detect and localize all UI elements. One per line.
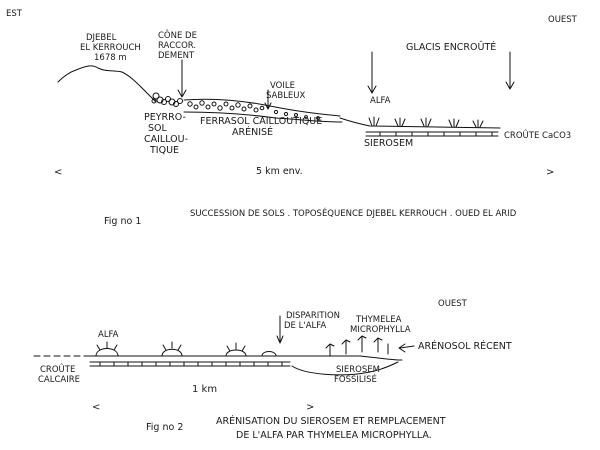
caption-number: Fig no 1 — [104, 216, 141, 227]
scale-label: 5 km env. — [256, 166, 303, 177]
label-ferrasol-arenise: ARÉNISÉ — [232, 126, 273, 138]
ground-surface — [89, 355, 403, 361]
croute-ticks — [379, 131, 493, 137]
label-croute-2: CALCAIRE — [38, 375, 80, 385]
caption-line-1: ARÉNISATION DU SIEROSEM ET REMPLACEMENT — [216, 415, 446, 427]
label-thymelea-1: THYMELEA — [355, 315, 402, 325]
label-croute-1: CROÛTE — [40, 363, 75, 375]
label-disparition-2: DE L'ALFA — [284, 321, 326, 331]
label-peyrosol-4: TIQUE — [149, 145, 179, 156]
cone-debris — [151, 92, 183, 107]
label-ferrasol: FERRASOL CAILLOUTIQUE — [200, 116, 322, 127]
label-djebel: DJEBEL — [86, 33, 117, 43]
label-sierosem-1: SIEROSEM — [336, 365, 380, 375]
label-croute-caco3: CROÛTE CaCO3 — [504, 129, 571, 141]
arrow-disparition — [276, 315, 284, 344]
caption-number-2: Fig no 2 — [146, 422, 183, 433]
ferrasol-stones — [183, 98, 343, 123]
label-sierosem-2: FOSSILISÉ — [334, 373, 377, 385]
label-glacis: GLACIS ENCROÛTÉ — [406, 41, 496, 53]
label-djebel-name: EL KERROUCH — [80, 43, 141, 53]
label-cone-2: RACCOR. — [158, 41, 196, 51]
alfa-tufts-fig2 — [95, 341, 277, 357]
croute-ticks-2 — [99, 361, 283, 367]
label-alfa-1: ALFA — [370, 96, 391, 106]
mountain-profile — [57, 65, 157, 103]
label-sierosem: SIEROSEM — [364, 138, 413, 149]
label-est: EST — [6, 9, 23, 19]
caption-line-2: DE L'ALFA PAR THYMELEA MICROPHYLLA. — [236, 430, 432, 441]
caption-text: SUCCESSION DE SOLS . TOPOSÉQUENCE DJEBEL… — [190, 207, 517, 219]
figure-1: EST OUEST DJEBEL EL KERROUCH 1678 m CÔNE… — [6, 9, 578, 227]
croute-band — [365, 131, 499, 137]
label-disparition-1: DISPARITION — [286, 311, 340, 321]
figure-2: OUEST ALFA DISPARITION DE L'ALFA THYMELE… — [33, 299, 512, 441]
sierosem-mound — [291, 361, 399, 376]
label-ouest-2: OUEST — [438, 299, 468, 309]
label-peyrosol-2: SOL — [148, 123, 168, 134]
label-voile-1: VOILE — [270, 81, 295, 91]
label-arenosol: ARÉNOSOL RÉCENT — [418, 340, 512, 352]
croute-layer — [89, 361, 291, 367]
alfa-tufts-fig1 — [368, 116, 484, 128]
scale-arrow-left-2: < — [92, 402, 100, 413]
label-cone-1: CÔNE DE — [158, 29, 197, 41]
thymelea-shrubs — [325, 335, 389, 357]
arrow-cone — [177, 59, 187, 98]
plain-surface — [339, 117, 501, 129]
label-alfa-2: ALFA — [98, 330, 119, 340]
label-cone-3: DEMENT — [158, 51, 195, 61]
arrow-glacis-right — [505, 51, 515, 90]
label-peyrosol-3: CAILLOU- — [144, 134, 188, 145]
label-ouest: OUEST — [548, 15, 578, 25]
label-djebel-altitude: 1678 m — [94, 53, 127, 63]
scale-arrow-right-2: > — [306, 402, 314, 413]
label-thymelea-2: MICROPHYLLA — [350, 325, 411, 335]
scale-arrow-left: < — [54, 167, 62, 178]
label-peyrosol-1: PEYRRO- — [144, 112, 186, 123]
arrow-glacis-left — [367, 51, 377, 94]
scale-label-2: 1 km — [192, 384, 217, 395]
arrow-arenosol — [398, 343, 415, 353]
scale-arrow-right: > — [546, 167, 554, 178]
label-voile-2: SABLEUX — [266, 91, 306, 101]
